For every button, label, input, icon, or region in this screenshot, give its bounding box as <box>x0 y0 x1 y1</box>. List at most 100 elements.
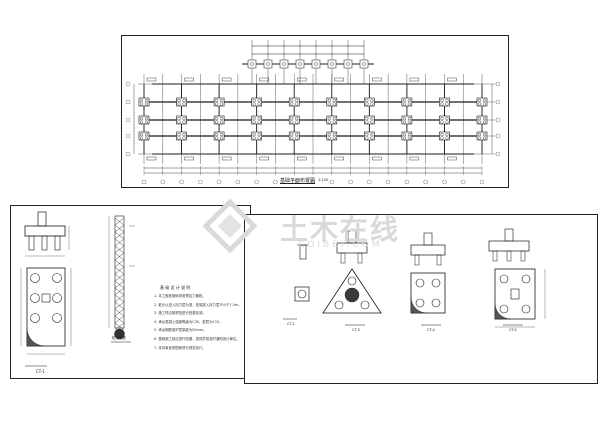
pile-circle <box>346 62 350 66</box>
pile-circle <box>215 132 219 137</box>
annotation-tag <box>334 77 344 82</box>
pile-circle <box>330 62 334 66</box>
axis-bubble <box>125 117 131 123</box>
pile-circle <box>139 120 144 124</box>
pile-stub <box>506 250 512 262</box>
pile-circle <box>402 116 406 121</box>
pile-circle <box>52 293 62 303</box>
axis-bubble <box>254 179 259 185</box>
pile-circle <box>144 102 149 106</box>
pile-circle <box>407 132 411 137</box>
pile-circle <box>482 98 487 103</box>
pile-circle <box>295 120 299 124</box>
pile-cap <box>326 97 338 107</box>
pile-circle <box>327 132 331 137</box>
axis-bubble <box>404 179 410 185</box>
pile-circle <box>407 98 411 103</box>
pile-cap-detail-drawing-left <box>20 211 135 367</box>
pile-circle <box>250 62 254 66</box>
pile-circle <box>482 136 487 140</box>
pile-circle <box>402 102 406 106</box>
pile-circle <box>220 98 224 103</box>
pile-circle <box>482 116 487 121</box>
pile-circle <box>440 136 444 140</box>
pile-circle <box>297 289 307 299</box>
detail-label-ct2: CT-2 <box>287 322 295 326</box>
axis-bubble <box>141 179 147 185</box>
rebar-hatch <box>494 302 512 320</box>
pile-circle <box>370 120 374 124</box>
design-note: 6. 基础施工前应进行验槽，发现异常及时通知设计单位。 <box>154 336 240 341</box>
pile-circle <box>482 132 487 137</box>
pile-stub <box>54 235 61 251</box>
detail-label-ct3: CT-3 <box>352 328 360 332</box>
pile-circle <box>290 102 294 106</box>
spiral-rebar <box>114 231 125 240</box>
axis-bubble <box>160 179 165 185</box>
axis-bubble <box>179 179 184 185</box>
pile-circle <box>370 136 374 140</box>
axis-bubble <box>367 179 372 185</box>
pile-cap <box>263 59 273 69</box>
pile-circle <box>30 273 40 283</box>
pile-circle <box>402 98 406 103</box>
annotation-tag <box>372 77 382 82</box>
pile-circle <box>252 120 256 124</box>
pile-cap <box>476 131 488 141</box>
pile-circle <box>482 120 487 124</box>
pile-circle <box>220 102 224 106</box>
pile-circle <box>139 132 144 137</box>
plan-scale: 1:100 <box>318 178 329 182</box>
pile-cap <box>213 97 225 107</box>
pile-circle <box>252 136 256 140</box>
design-note: 1. 本工程桩基础采用预应力管桩。 <box>154 294 206 298</box>
annotation-tag <box>297 77 307 82</box>
pile-circle <box>215 136 219 140</box>
design-note: 2. 桩长以进入持力层为准，桩端进入持力层不小于1.5m。 <box>154 302 242 307</box>
pile-circle <box>407 116 411 121</box>
spiral-rebar <box>114 217 125 226</box>
pile-circle <box>252 102 256 106</box>
pile-cap <box>213 131 225 141</box>
pile-circle <box>482 102 487 106</box>
pile-circle <box>407 102 411 106</box>
pile-cap-elevation <box>24 225 66 237</box>
pile-cap <box>326 131 338 141</box>
spiral-rebar <box>114 245 125 254</box>
pile-circle <box>220 116 224 121</box>
pile-circle <box>182 132 186 137</box>
pile-cap <box>401 97 413 107</box>
pile-circle <box>220 132 224 137</box>
pile-cap-detail-sheet-left: CT-1 桩身配筋 基 础 设 计 说 明 1. 本工程桩基础采用预应力管桩。 … <box>10 205 251 379</box>
pile-circle <box>365 102 369 106</box>
pile-circle <box>440 132 444 137</box>
design-notes-title: 基 础 设 计 说 明 <box>160 285 191 290</box>
pile-circle <box>362 62 366 66</box>
axis-bubble <box>125 99 131 105</box>
pile-circle <box>144 116 149 121</box>
pile-circle <box>370 102 374 106</box>
pile-circle <box>477 132 482 137</box>
pile-circle <box>30 293 40 303</box>
pile-circle <box>282 62 286 66</box>
pile-circle <box>295 132 299 137</box>
pile-circle <box>295 98 299 103</box>
pile-circle <box>402 120 406 124</box>
pile-cap-plan <box>294 286 310 302</box>
pile-circle <box>347 276 357 286</box>
pile-circle <box>440 120 444 124</box>
pile-circle <box>440 102 444 106</box>
pile-circle <box>290 136 294 140</box>
pile-cap <box>326 115 338 125</box>
spiral-rebar <box>114 280 125 289</box>
pile-cap <box>364 97 375 107</box>
column-stub <box>347 230 357 244</box>
pile-circle <box>139 136 144 140</box>
axis-bubble <box>461 179 466 185</box>
pile-cap <box>343 59 353 69</box>
axis-bubble <box>423 179 428 185</box>
detail-label-ct1: CT-1 <box>36 369 45 374</box>
axis-bubble <box>495 133 501 139</box>
pile-circle <box>431 298 441 308</box>
pile-cap <box>401 115 413 125</box>
